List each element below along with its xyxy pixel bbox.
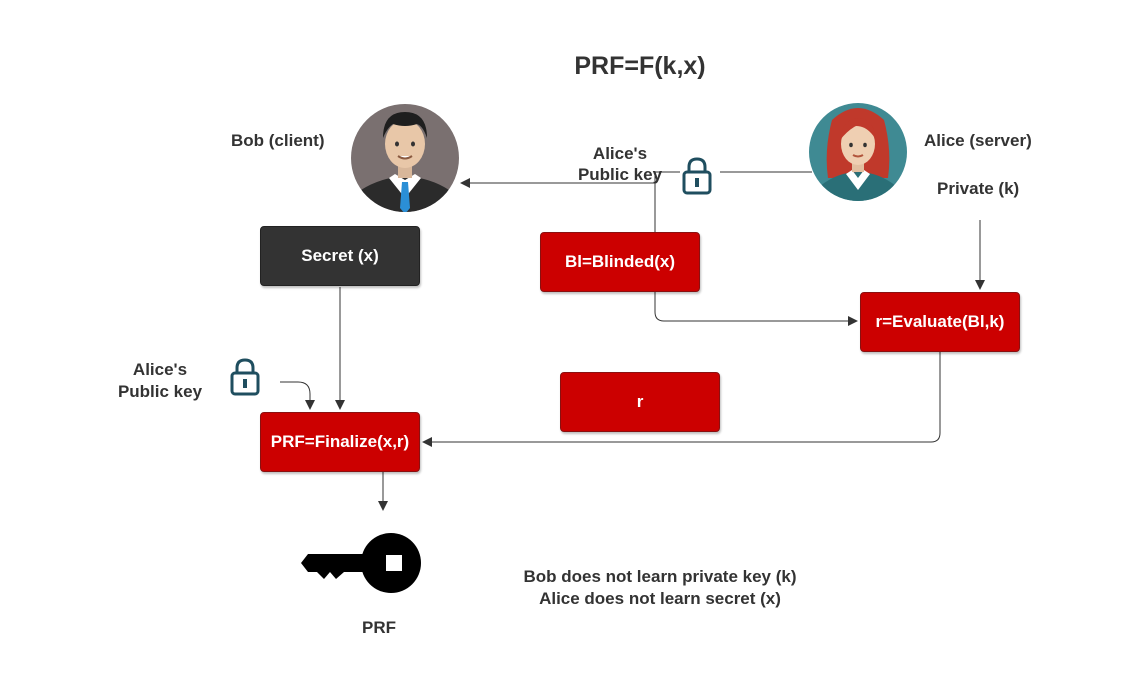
public-key-top-line2: Public key — [577, 165, 663, 184]
public-key-label-left: Alice's Public key — [110, 359, 210, 403]
finalize-box: PRF=Finalize(x,r) — [260, 412, 420, 472]
arrow-blinded-to-evaluate — [654, 292, 858, 326]
arrow-pubkey-to-finalize — [280, 381, 315, 410]
note-line2: Alice does not learn secret (x) — [539, 589, 781, 608]
alice-avatar-icon — [809, 103, 907, 201]
public-key-left-line2: Public key — [117, 382, 203, 401]
public-key-top-line1: Alice's — [592, 144, 648, 163]
bob-avatar-icon — [351, 104, 459, 212]
arrow-evaluate-to-finalize — [422, 352, 941, 447]
notes: Bob does not learn private key (k) Alice… — [480, 566, 840, 610]
blinded-box: Bl=Blinded(x) — [540, 232, 700, 292]
secret-box: Secret (x) — [260, 226, 420, 286]
r-box: r — [560, 372, 720, 432]
alice-private-label: Private (k) — [937, 179, 1020, 198]
key-icon — [301, 533, 421, 593]
note-line1: Bob does not learn private key (k) — [523, 567, 797, 586]
prf-label: PRF — [362, 618, 396, 637]
public-key-left-line1: Alice's — [132, 360, 188, 379]
public-key-label-top: Alice's Public key — [560, 143, 680, 185]
diagram-title: PRF=F(k,x) — [574, 52, 706, 80]
lock-icon-top — [682, 157, 712, 195]
arrow-alice-to-bob — [461, 171, 812, 183]
lock-icon-left — [230, 358, 260, 396]
evaluate-box: r=Evaluate(Bl,k) — [860, 292, 1020, 352]
bob-label: Bob (client) — [231, 131, 325, 150]
alice-label: Alice (server) — [924, 131, 1032, 150]
